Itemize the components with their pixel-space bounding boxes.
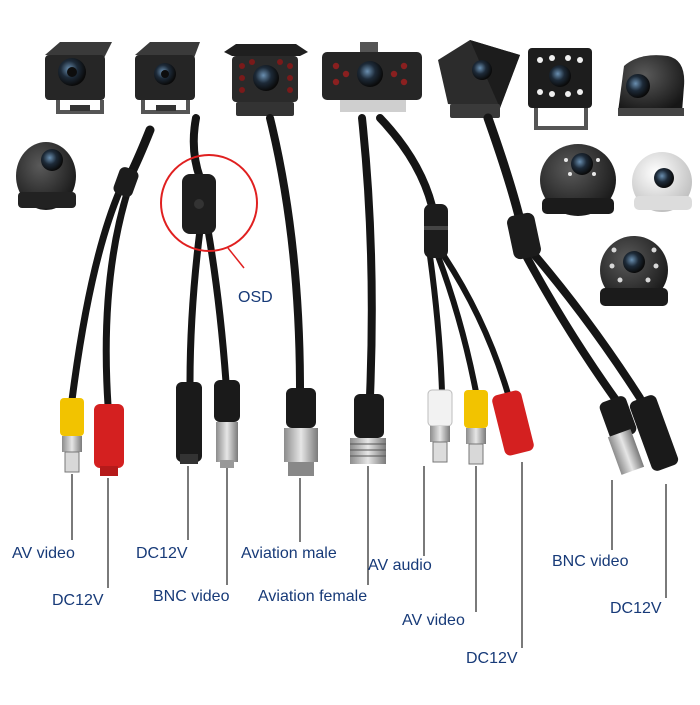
white-dome-camera <box>632 152 692 212</box>
bar-ir-camera <box>322 42 422 112</box>
mini-square-camera-2 <box>135 42 200 114</box>
black-dome-camera <box>540 144 616 216</box>
side-mount-camera <box>618 55 685 116</box>
dc-red-connector-2 <box>492 390 534 456</box>
label-dc12v-3: DC12V <box>466 650 518 667</box>
label-aviation-female: Aviation female <box>258 588 368 605</box>
square-ir-camera <box>528 48 592 130</box>
rca-white-connector <box>427 389 453 463</box>
label-av-audio: AV audio <box>368 557 432 574</box>
label-dc12v-4: DC12V <box>610 600 662 617</box>
leader-lines <box>71 462 667 648</box>
rca-yellow-connector-2 <box>464 390 488 465</box>
label-av-video-2: AV video <box>402 612 465 629</box>
label-av-video-1: AV video <box>12 545 75 562</box>
dc-red-connector-1 <box>94 404 124 476</box>
ir-dome-camera <box>600 236 668 306</box>
aviation-male-connector <box>284 388 318 476</box>
label-aviation-male: Aviation male <box>241 545 337 562</box>
splitter-6 <box>507 212 541 260</box>
splitter-1 <box>113 167 139 197</box>
osd-label: OSD <box>238 289 273 306</box>
label-dc12v-2: DC12V <box>136 545 188 562</box>
label-bnc-video-1: BNC video <box>153 588 230 605</box>
cable-set <box>68 113 644 409</box>
bracket-ir-camera <box>224 44 308 116</box>
label-dc12v-1: DC12V <box>52 592 104 609</box>
pyramid-camera <box>438 40 520 118</box>
splitter-5 <box>424 204 448 258</box>
aviation-female-connector <box>350 394 386 464</box>
label-bnc-video-2: BNC video <box>552 553 629 570</box>
dc-black-connector-2 <box>629 395 679 471</box>
bnc-connector-1 <box>214 380 240 468</box>
dc-black-connector <box>176 382 202 464</box>
black-dome-camera-left <box>16 142 76 210</box>
rca-yellow-connector-1 <box>60 398 84 473</box>
osd-highlight-circle <box>160 154 258 269</box>
bnc-connector-2 <box>599 396 645 475</box>
osd-control-box <box>182 174 216 234</box>
mini-square-camera-1 <box>45 42 112 114</box>
